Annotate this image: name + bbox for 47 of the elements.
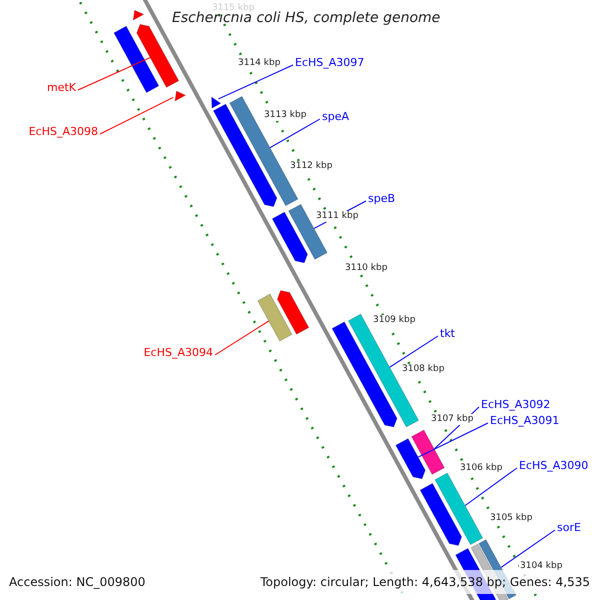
gene-bar — [332, 321, 398, 428]
tick-label: 3107 kbp — [430, 414, 474, 425]
gene-bar — [395, 438, 426, 480]
gene-bar — [411, 430, 445, 475]
gene-bar — [136, 24, 180, 88]
tick-label: 3113 kbp — [263, 110, 308, 121]
gene-label: metK — [46, 82, 76, 93]
gene-label: sorE — [557, 522, 581, 533]
gene-bar — [114, 26, 160, 93]
tick-label: 3111 kbp — [315, 211, 360, 222]
gene-bar — [277, 290, 310, 335]
title: Escherichia coli HS, complete genome — [172, 11, 440, 25]
tick-label: 3114 kbp — [237, 58, 282, 69]
leader-line — [464, 468, 518, 506]
leader-line — [218, 64, 294, 100]
gene-bar — [211, 96, 222, 109]
gene-label: speA — [322, 111, 350, 122]
leader-line — [214, 320, 270, 356]
gene-label: EcHS_A3094 — [144, 347, 213, 358]
accession-text: Accession: NC_009800 — [9, 576, 146, 588]
tick-label: 3106 kbp — [459, 463, 504, 474]
gene-label: EcHS_A3090 — [519, 460, 588, 471]
gene-bar — [434, 472, 484, 546]
leader-line — [418, 422, 488, 458]
gene-label: EcHS_A3092 — [481, 399, 550, 410]
tick-label: 3104 kbp — [519, 561, 564, 572]
tick-label: 3108 kbp — [401, 364, 446, 375]
leader-line — [100, 96, 174, 134]
tick-label: 3109 kbp — [372, 315, 416, 326]
leader-line — [270, 118, 320, 148]
gene-bar — [132, 10, 144, 21]
gene-bar — [174, 90, 186, 102]
gene-bar — [420, 482, 462, 546]
leader-line — [389, 336, 438, 368]
leader-line — [78, 57, 151, 90]
tick-label: 3112 kbp — [289, 161, 334, 172]
genome-info-text: Topology: circular; Length: 4,643,538 bp; Genes: 4,535 — [260, 576, 590, 588]
gene-label: tkt — [440, 328, 455, 339]
gene-label: EcHS_A3098 — [28, 126, 98, 137]
gene-label: EcHS_A3097 — [295, 57, 364, 68]
gene-label: EcHS_A3091 — [490, 415, 560, 426]
tick-label: 3105 kbp — [489, 513, 534, 524]
gene-bar — [272, 212, 308, 264]
leader-line — [500, 530, 556, 568]
gene-label: speB — [368, 193, 396, 204]
gene-bar — [257, 294, 292, 342]
tick-label: 3110 kbp — [344, 263, 388, 274]
